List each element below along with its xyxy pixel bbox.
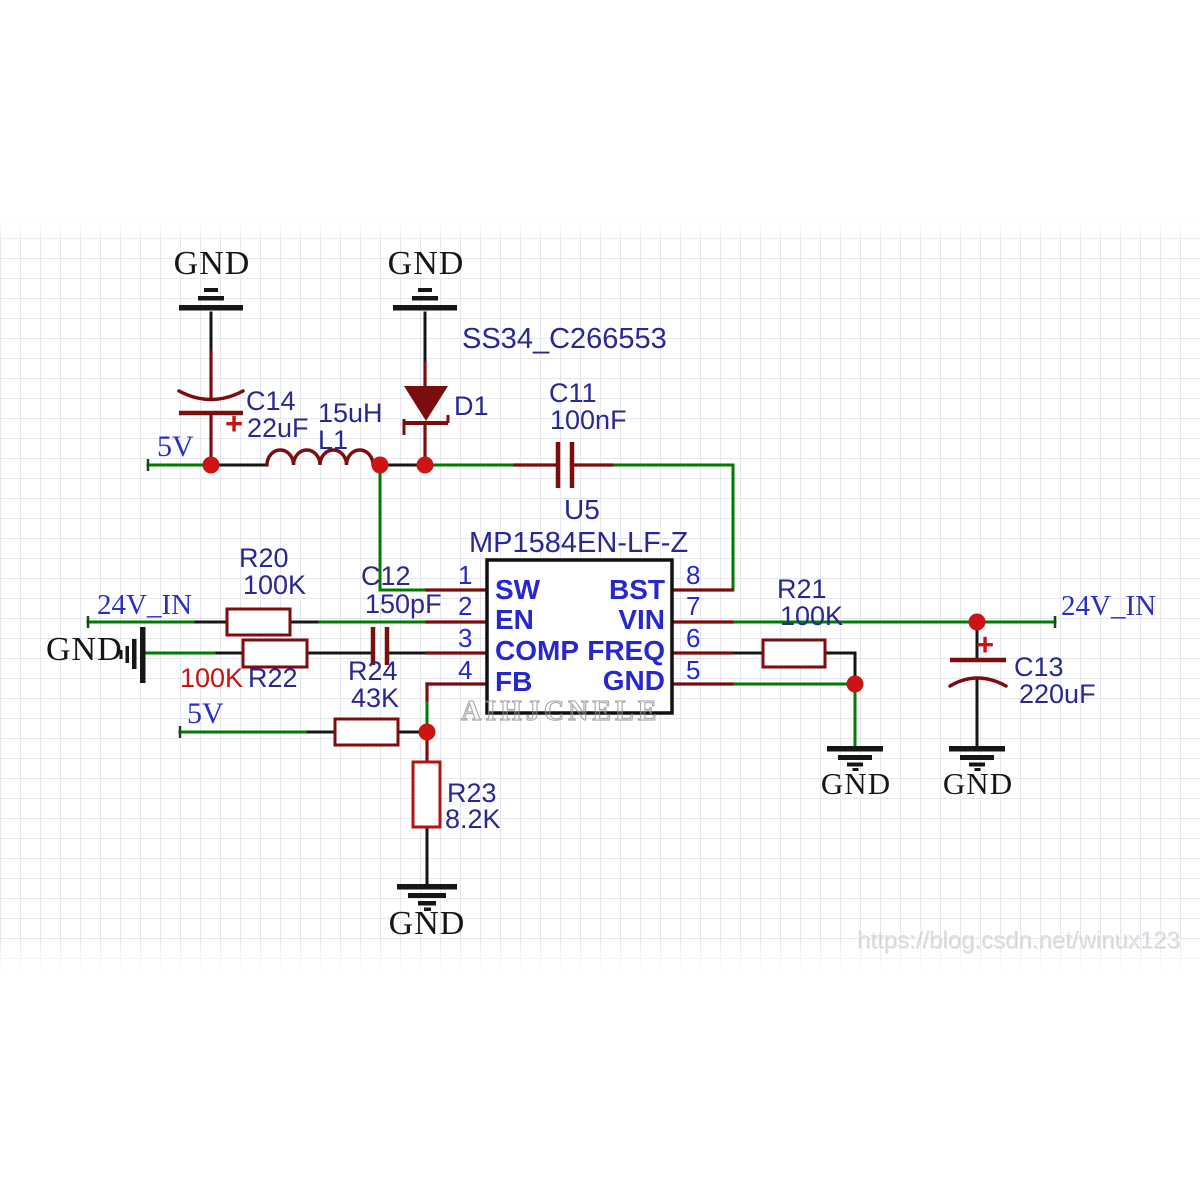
gnd-symbol-left — [119, 627, 146, 683]
label-c12-value: 150pF — [365, 589, 442, 619]
pin-name-bst: BST — [609, 574, 665, 605]
resistor-R20-symbol — [225, 607, 292, 637]
capacitor-C14-symbol — [177, 389, 245, 416]
gnd-text-right-1: GND — [820, 766, 892, 801]
label-c11-value: 100nF — [550, 405, 627, 435]
net-label-24vin-left: 24V_IN — [97, 589, 193, 621]
gnd-symbol-right-2 — [949, 746, 1005, 771]
capacitor-C12-symbol — [370, 627, 390, 665]
pin-name-fb: FB — [495, 666, 533, 697]
gnd-symbol-top-left — [179, 288, 243, 311]
c13-plus-sign: + — [976, 627, 995, 662]
gnd-symbol-bottom-center — [397, 884, 457, 911]
label-d1-designator: D1 — [454, 391, 489, 421]
label-c13-value: 220uF — [1019, 679, 1096, 709]
pin-name-comp: COMP — [495, 635, 579, 666]
pin-stubs — [209, 350, 734, 764]
label-l1-designator: L1 — [318, 425, 349, 455]
capacitor-C11-symbol — [555, 442, 575, 488]
label-c14-value: 22uF — [247, 413, 309, 443]
capacitor-C13-symbol — [948, 657, 1008, 688]
pin-name-en: EN — [495, 604, 534, 635]
label-c11-designator: C11 — [549, 378, 597, 408]
gnd-symbol-top-mid — [393, 288, 457, 311]
gnd-symbol-right-1 — [827, 746, 883, 771]
pin-number-1: 1 — [458, 560, 473, 590]
net-label-24vin-right: 24V_IN — [1061, 590, 1157, 622]
pin-number-5: 5 — [686, 655, 701, 685]
watermark-url: https://blog.csdn.net/winux123 — [857, 927, 1180, 954]
label-r20-designator: R20 — [239, 543, 289, 573]
pin-name-gnd: GND — [602, 665, 665, 696]
label-c12-designator: C12 — [361, 561, 411, 591]
label-l1-value: 15uH — [318, 398, 383, 428]
net-label-5v-top: 5V — [157, 430, 194, 463]
wires-black — [194, 311, 979, 887]
junction-dots — [202, 456, 986, 741]
inductor-L1-symbol — [265, 448, 375, 467]
watermark-center: AIHJCNELE — [460, 696, 661, 727]
label-r20-value: 100K — [243, 570, 307, 600]
pin-number-6: 6 — [686, 623, 701, 653]
gnd-text-top-left: GND — [173, 245, 251, 282]
label-c13-designator: C13 — [1014, 652, 1064, 682]
label-r22-value: 100K — [180, 663, 244, 693]
label-r24-designator: R24 — [348, 656, 398, 686]
pin-name-freq: FREQ — [587, 635, 665, 666]
wires-green — [86, 463, 1057, 748]
c14-plus-sign: + — [225, 406, 244, 441]
gnd-text-left: GND — [46, 631, 123, 668]
label-r24-value: 43K — [351, 683, 400, 713]
label-r22-designator: R22 — [248, 663, 298, 693]
label-r23-designator: R23 — [447, 778, 497, 808]
pin-number-4: 4 — [458, 655, 473, 685]
diode-D1-symbol — [402, 386, 450, 435]
resistor-R23-symbol — [411, 760, 442, 829]
label-u5-part: MP1584EN-LF-Z — [469, 527, 689, 559]
gnd-text-top-mid: GND — [387, 245, 465, 282]
pin-number-3: 3 — [458, 623, 473, 653]
net-label-5v-bottom: 5V — [187, 697, 224, 730]
gnd-text-bottom-center: GND — [388, 905, 466, 942]
label-r23-value: 8.2K — [445, 804, 501, 834]
resistor-R22-symbol — [241, 638, 309, 669]
ic-U5-body — [485, 558, 674, 715]
label-c14-designator: C14 — [246, 386, 296, 416]
pin-number-7: 7 — [686, 591, 701, 621]
pin-number-2: 2 — [458, 591, 473, 621]
label-r21-value: 100K — [780, 601, 844, 631]
resistor-R21-symbol — [761, 638, 827, 669]
pin-name-sw: SW — [495, 574, 541, 605]
label-r21-designator: R21 — [777, 574, 827, 604]
pin-name-vin: VIN — [618, 604, 665, 635]
label-d1-part: SS34_C266553 — [462, 323, 667, 355]
pin-number-8: 8 — [686, 560, 701, 590]
gnd-text-right-2: GND — [942, 766, 1014, 801]
net-ticks — [86, 459, 1057, 738]
resistor-R24-symbol — [333, 717, 400, 747]
label-u5-designator: U5 — [564, 494, 600, 525]
